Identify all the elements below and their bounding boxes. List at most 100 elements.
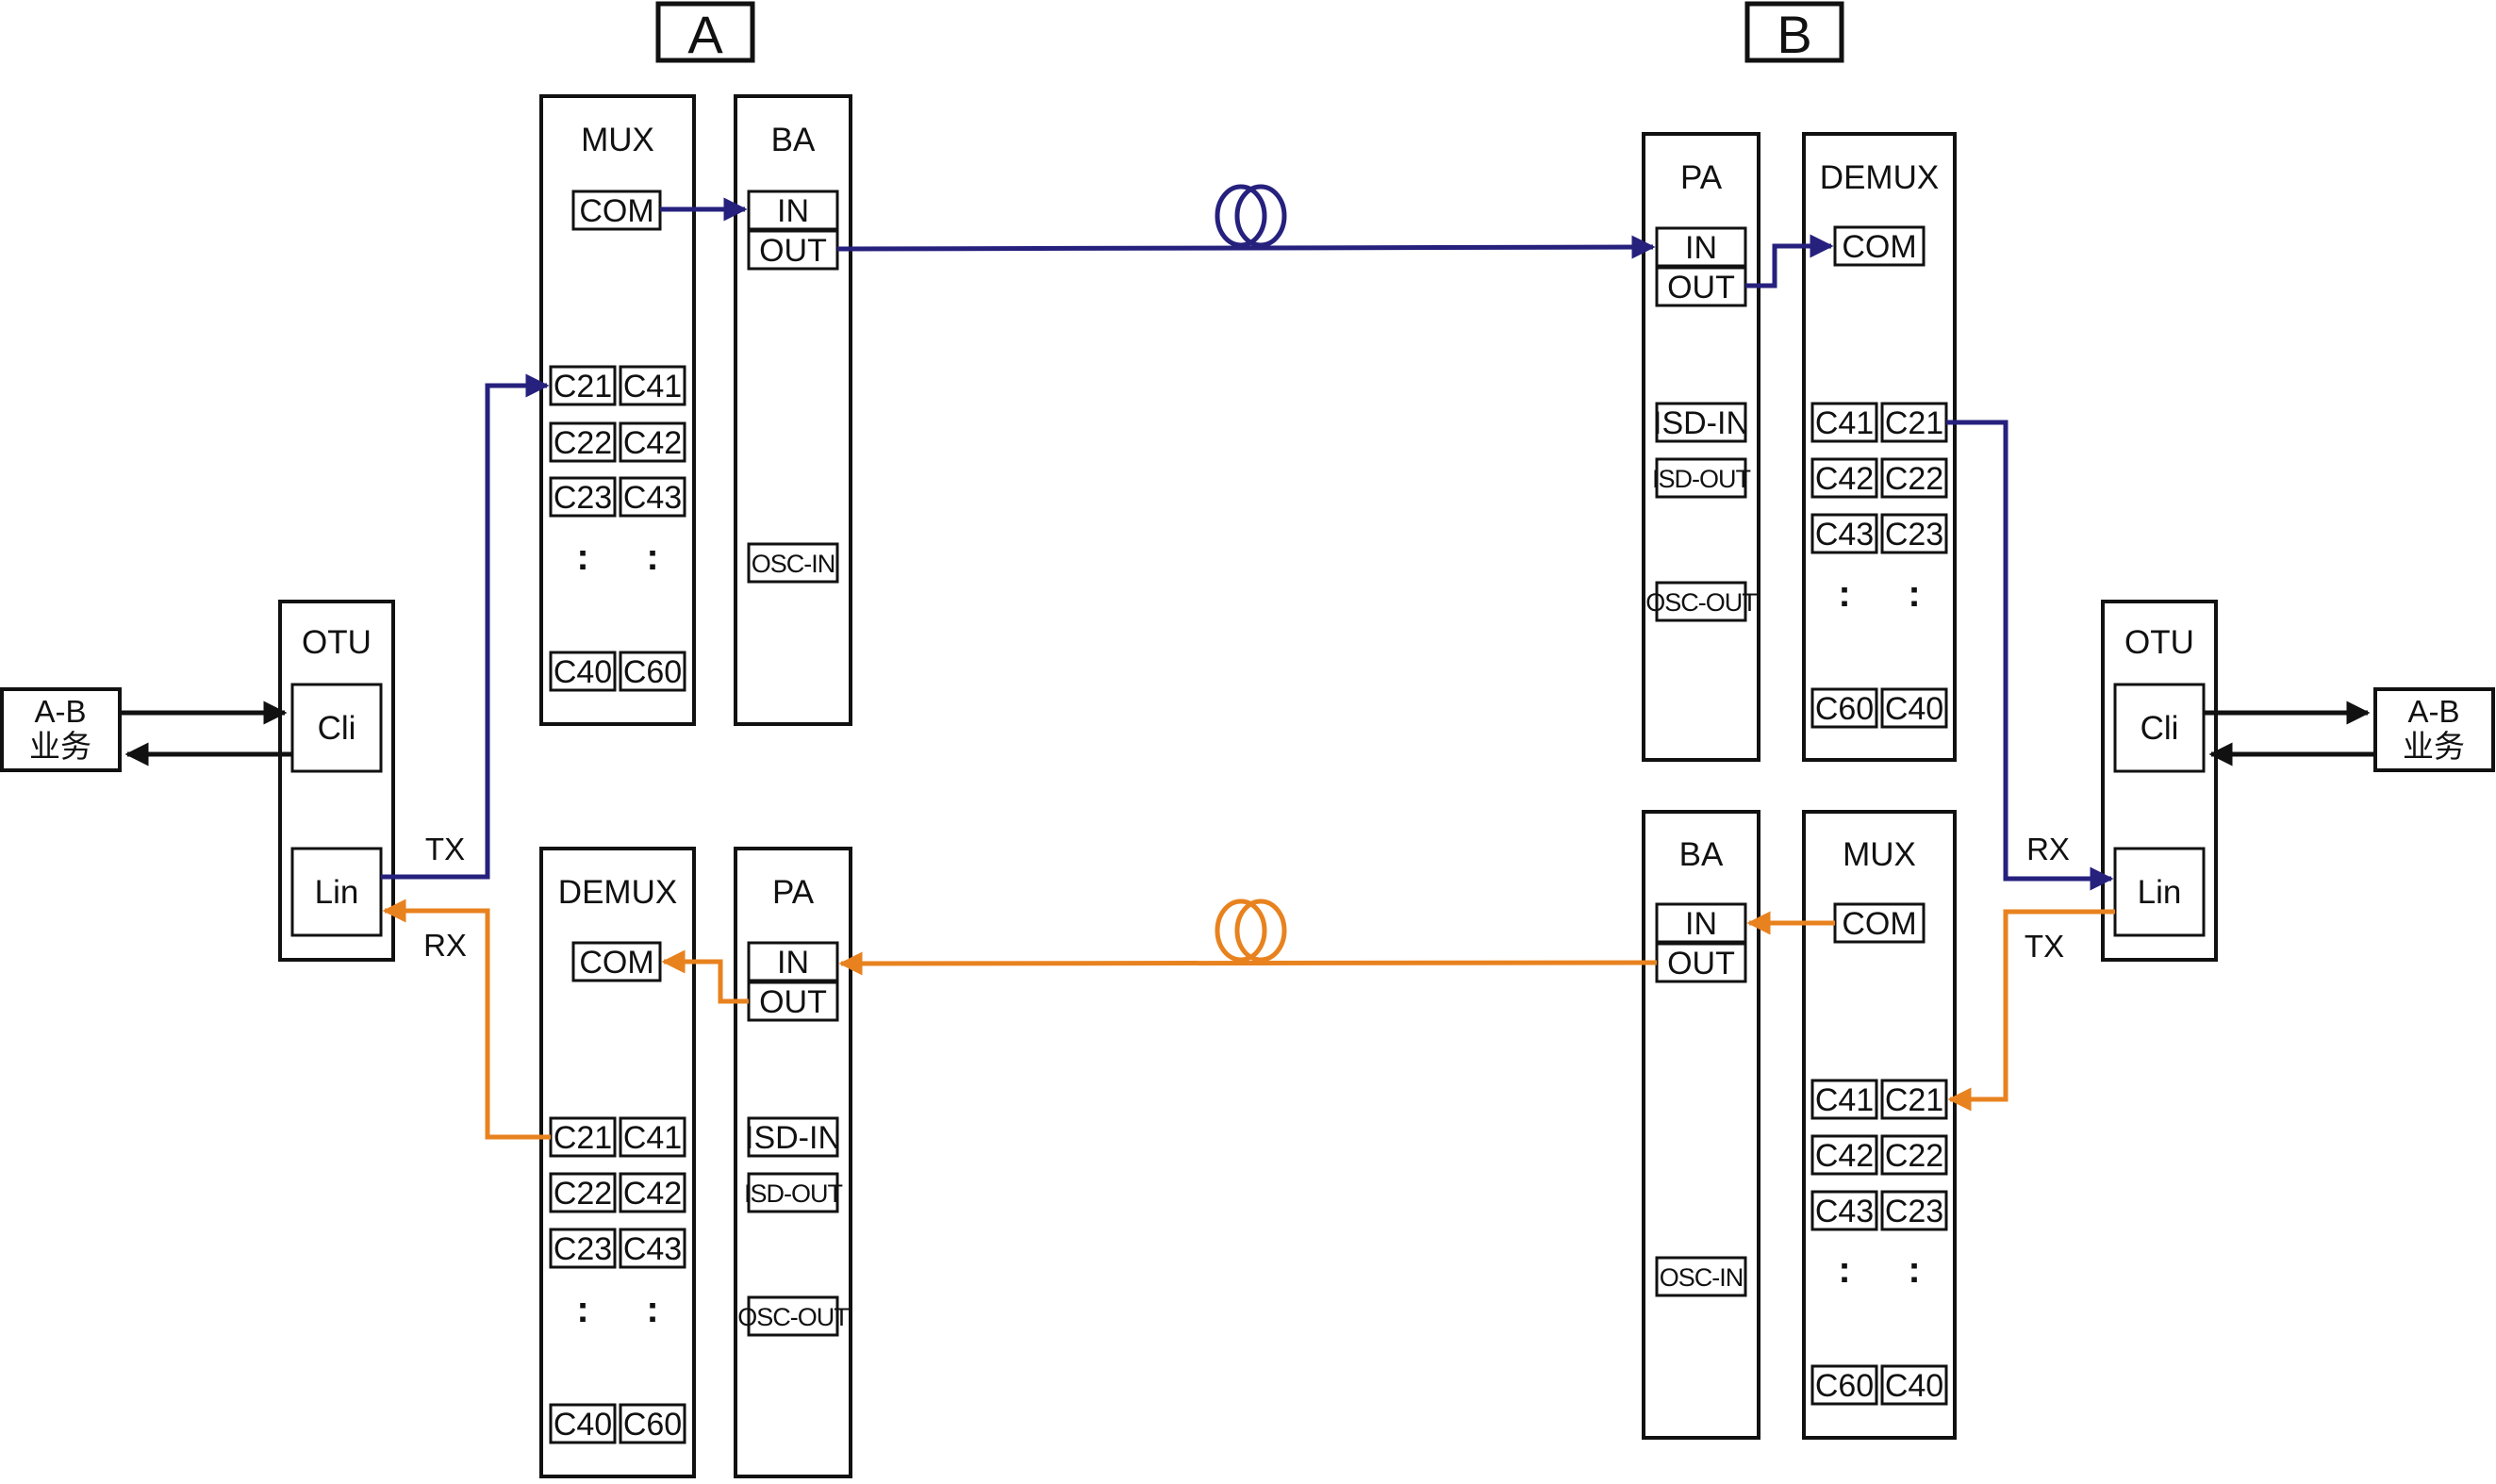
b-demux-to-otu-rx-line [1946,420,2114,891]
site-a-otu: OTU Cli Lin TX RX [278,600,467,963]
port-out: OUT [1667,270,1735,305]
ellipsis: : [576,536,588,578]
port-channel: C60 [623,1407,682,1443]
tx-label: TX [425,832,465,866]
a-pa-to-demux-line [661,949,749,1004]
port-channel: C40 [1885,691,1943,727]
port-out: OUT [759,984,827,1020]
port-com: COM [1842,229,1916,265]
tx-label: TX [2025,929,2064,964]
module-title: PA [1680,159,1723,196]
port-channel: C23 [1885,1194,1943,1229]
site-b-label: B [1744,1,1844,64]
client-label-line2: 业务 [29,729,91,764]
module-title: OTU [2124,624,2194,661]
port-lin: Lin [2138,874,2182,911]
port-channel: C43 [623,480,682,516]
port-channel: C43 [623,1231,682,1267]
client-connections [120,701,2375,767]
client-label-line1: A-B [2407,694,2459,729]
site-a-pa: PA IN OUT ISD-IN ISD-OUT OSC-OUT [734,847,852,1478]
svg-text:B: B [1777,5,1811,64]
port-channel: C40 [1885,1368,1943,1404]
span-b-to-a-line [838,951,1658,976]
port-channel: C21 [554,1120,612,1156]
ellipsis: : [646,536,658,578]
port-channel: C41 [623,1120,682,1156]
forward-path [381,184,2114,891]
client-label-line1: A-B [34,694,86,729]
port-in: IN [1685,230,1717,266]
port-isd-in: ISD-IN [745,1120,841,1156]
b-otu-tx-to-mux-line [1947,909,2115,1112]
port-channel: C22 [554,425,612,461]
svg-text:A: A [687,5,723,64]
b-pa-to-demux-line [1745,234,1834,289]
fiber-coil-icon [1215,899,1287,963]
site-b-otu: OTU Cli Lin RX TX [2025,600,2218,964]
span-a-to-b-line [836,235,1656,259]
port-channel: C22 [1885,1138,1943,1174]
port-channel: C43 [1815,517,1874,552]
site-b-mux: MUX COM C41 C21 C42 C22 C43 C23 : : C60 … [1802,810,1957,1440]
a-demux-to-otu-rx-line [382,899,551,1140]
port-channel: C21 [1885,405,1943,441]
module-title: OTU [302,624,372,661]
port-in: IN [777,193,809,229]
port-channel: C40 [554,654,612,690]
port-out: OUT [759,233,827,269]
port-channel: C40 [554,1407,612,1443]
port-channel: C41 [1815,405,1874,441]
port-isd-out: ISD-OUT [744,1179,843,1208]
port-channel: C21 [1885,1082,1943,1118]
port-channel: C60 [1815,691,1874,727]
reverse-path [382,899,2115,1140]
module-title: DEMUX [1820,159,1939,196]
module-title: MUX [1843,836,1916,873]
module-title: DEMUX [558,874,677,911]
ellipsis: : [1908,1249,1920,1291]
ellipsis: : [646,1289,658,1330]
ellipsis: : [1838,573,1850,615]
site-b-ba: BA IN OUT OSC-IN [1642,810,1760,1440]
a-otu-tx-to-mux-line [381,373,550,880]
port-channel: C41 [1815,1082,1874,1118]
site-a-ba: BA IN OUT OSC-IN [734,94,852,726]
rx-label: RX [423,928,467,963]
port-channel: C23 [554,1231,612,1267]
port-osc-in: OSC-IN [1660,1263,1744,1292]
port-channel: C42 [1815,461,1874,497]
port-cli: Cli [2141,710,2179,747]
port-com: COM [579,945,653,981]
module-title: BA [1679,836,1724,873]
port-channel: C23 [1885,517,1943,552]
port-cli: Cli [318,710,356,747]
site-b-client: A-B 业务 [2373,687,2495,772]
port-channel: C21 [554,369,612,404]
port-channel: C42 [1815,1138,1874,1174]
port-channel: C60 [623,654,682,690]
port-in: IN [1685,906,1717,942]
fiber-coil-icon [1215,184,1287,248]
port-channel: C42 [623,1176,682,1212]
module-title: MUX [581,122,654,158]
site-b-demux: DEMUX COM C41 C21 C42 C22 C43 C23 : : C6… [1802,132,1957,762]
site-a-mux: MUX COM C21 C41 C22 C42 C23 C43 : : C40 … [539,94,696,726]
rx-label: RX [2026,832,2070,866]
ellipsis: : [1838,1249,1850,1291]
port-osc-out: OSC-OUT [737,1303,849,1331]
site-b-pa: PA IN OUT ISD-IN ISD-OUT OSC-OUT [1642,132,1760,762]
site-a-client: A-B 业务 [0,687,122,772]
port-com: COM [579,193,653,229]
port-channel: C42 [623,425,682,461]
port-osc-out: OSC-OUT [1645,588,1757,617]
port-in: IN [777,945,809,981]
port-channel: C22 [554,1176,612,1212]
port-channel: C60 [1815,1368,1874,1404]
port-channel: C23 [554,480,612,516]
port-com: COM [1842,906,1916,942]
module-title: PA [772,874,815,911]
site-a-demux: DEMUX COM C21 C41 C22 C42 C23 C43 : : C4… [539,847,696,1478]
